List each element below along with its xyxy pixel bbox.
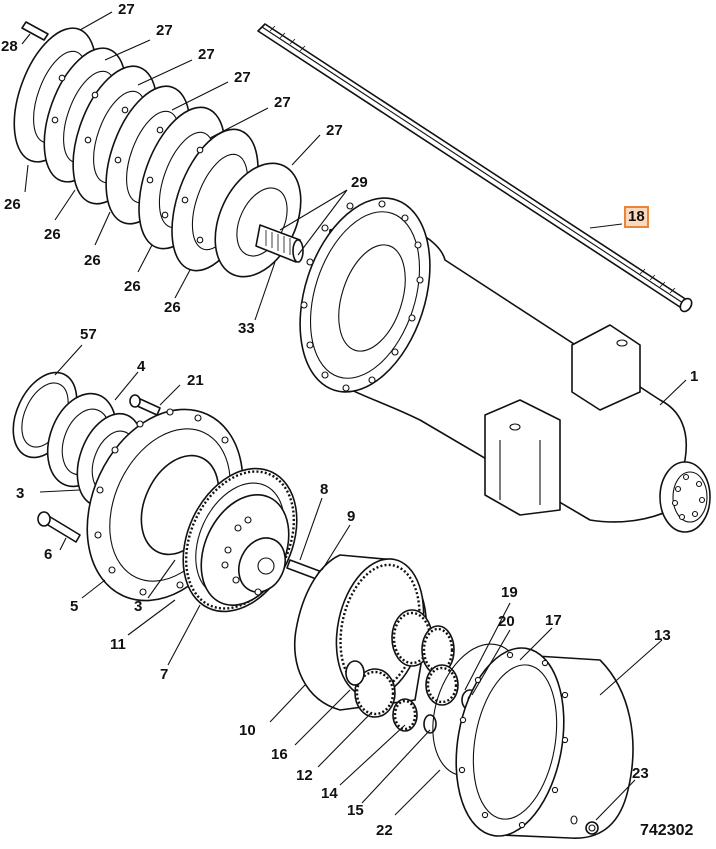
callout-15: 15 bbox=[347, 802, 364, 819]
bolt-21 bbox=[129, 394, 161, 416]
callout-19: 19 bbox=[501, 584, 518, 601]
callout-1: 1 bbox=[690, 368, 699, 385]
housing-flange-holes bbox=[300, 200, 424, 392]
callout-16: 16 bbox=[271, 746, 288, 763]
callout-33: 33 bbox=[238, 320, 255, 337]
callout-10: 10 bbox=[239, 722, 256, 739]
bolt-6 bbox=[37, 511, 81, 543]
callout-57: 57 bbox=[80, 326, 97, 343]
callout-26: 26 bbox=[124, 278, 141, 295]
callout-7: 7 bbox=[160, 666, 169, 683]
callout-27: 27 bbox=[234, 69, 251, 86]
housing-end-holes bbox=[671, 473, 706, 521]
callout-13: 13 bbox=[654, 627, 671, 644]
callout-21: 21 bbox=[187, 372, 204, 389]
brake-disc-stack bbox=[13, 21, 302, 278]
callout-26: 26 bbox=[44, 226, 61, 243]
leader-lines bbox=[21, 11, 687, 821]
drive-shaft bbox=[257, 23, 693, 313]
callout-29: 29 bbox=[351, 174, 368, 191]
callout-27: 27 bbox=[274, 94, 291, 111]
drain-plug bbox=[585, 821, 599, 835]
callout-18-highlighted: 18 bbox=[624, 206, 649, 228]
hub-cover bbox=[455, 647, 634, 839]
brake-disc-holes bbox=[51, 74, 204, 244]
callout-5: 5 bbox=[70, 598, 79, 615]
callout-12: 12 bbox=[296, 767, 313, 784]
callout-3: 3 bbox=[16, 485, 25, 502]
callout-27: 27 bbox=[118, 1, 135, 18]
callout-14: 14 bbox=[321, 785, 338, 802]
callout-9: 9 bbox=[347, 508, 356, 525]
callout-11: 11 bbox=[110, 636, 126, 653]
planet-gears bbox=[345, 609, 459, 734]
drawing-reference-number: 742302 bbox=[640, 822, 694, 839]
cover-bolt-holes bbox=[458, 651, 569, 829]
callout-28: 28 bbox=[1, 38, 18, 55]
callout-23: 23 bbox=[632, 765, 649, 782]
pinion-shaft bbox=[255, 224, 304, 263]
callout-4: 4 bbox=[137, 358, 146, 375]
callout-27: 27 bbox=[156, 22, 173, 39]
callout-3: 3 bbox=[134, 598, 143, 615]
callout-6: 6 bbox=[44, 546, 53, 563]
callout-27: 27 bbox=[326, 122, 343, 139]
axle-housing bbox=[299, 197, 711, 533]
callout-26: 26 bbox=[84, 252, 101, 269]
gear-drum bbox=[294, 554, 427, 711]
callout-20: 20 bbox=[498, 613, 515, 630]
callout-27: 27 bbox=[198, 46, 215, 63]
callout-8: 8 bbox=[320, 481, 329, 498]
callout-26: 26 bbox=[4, 196, 21, 213]
callout-26: 26 bbox=[164, 299, 181, 316]
planet-carrier bbox=[200, 493, 290, 607]
callout-22: 22 bbox=[376, 822, 393, 839]
callout-17: 17 bbox=[545, 612, 562, 629]
